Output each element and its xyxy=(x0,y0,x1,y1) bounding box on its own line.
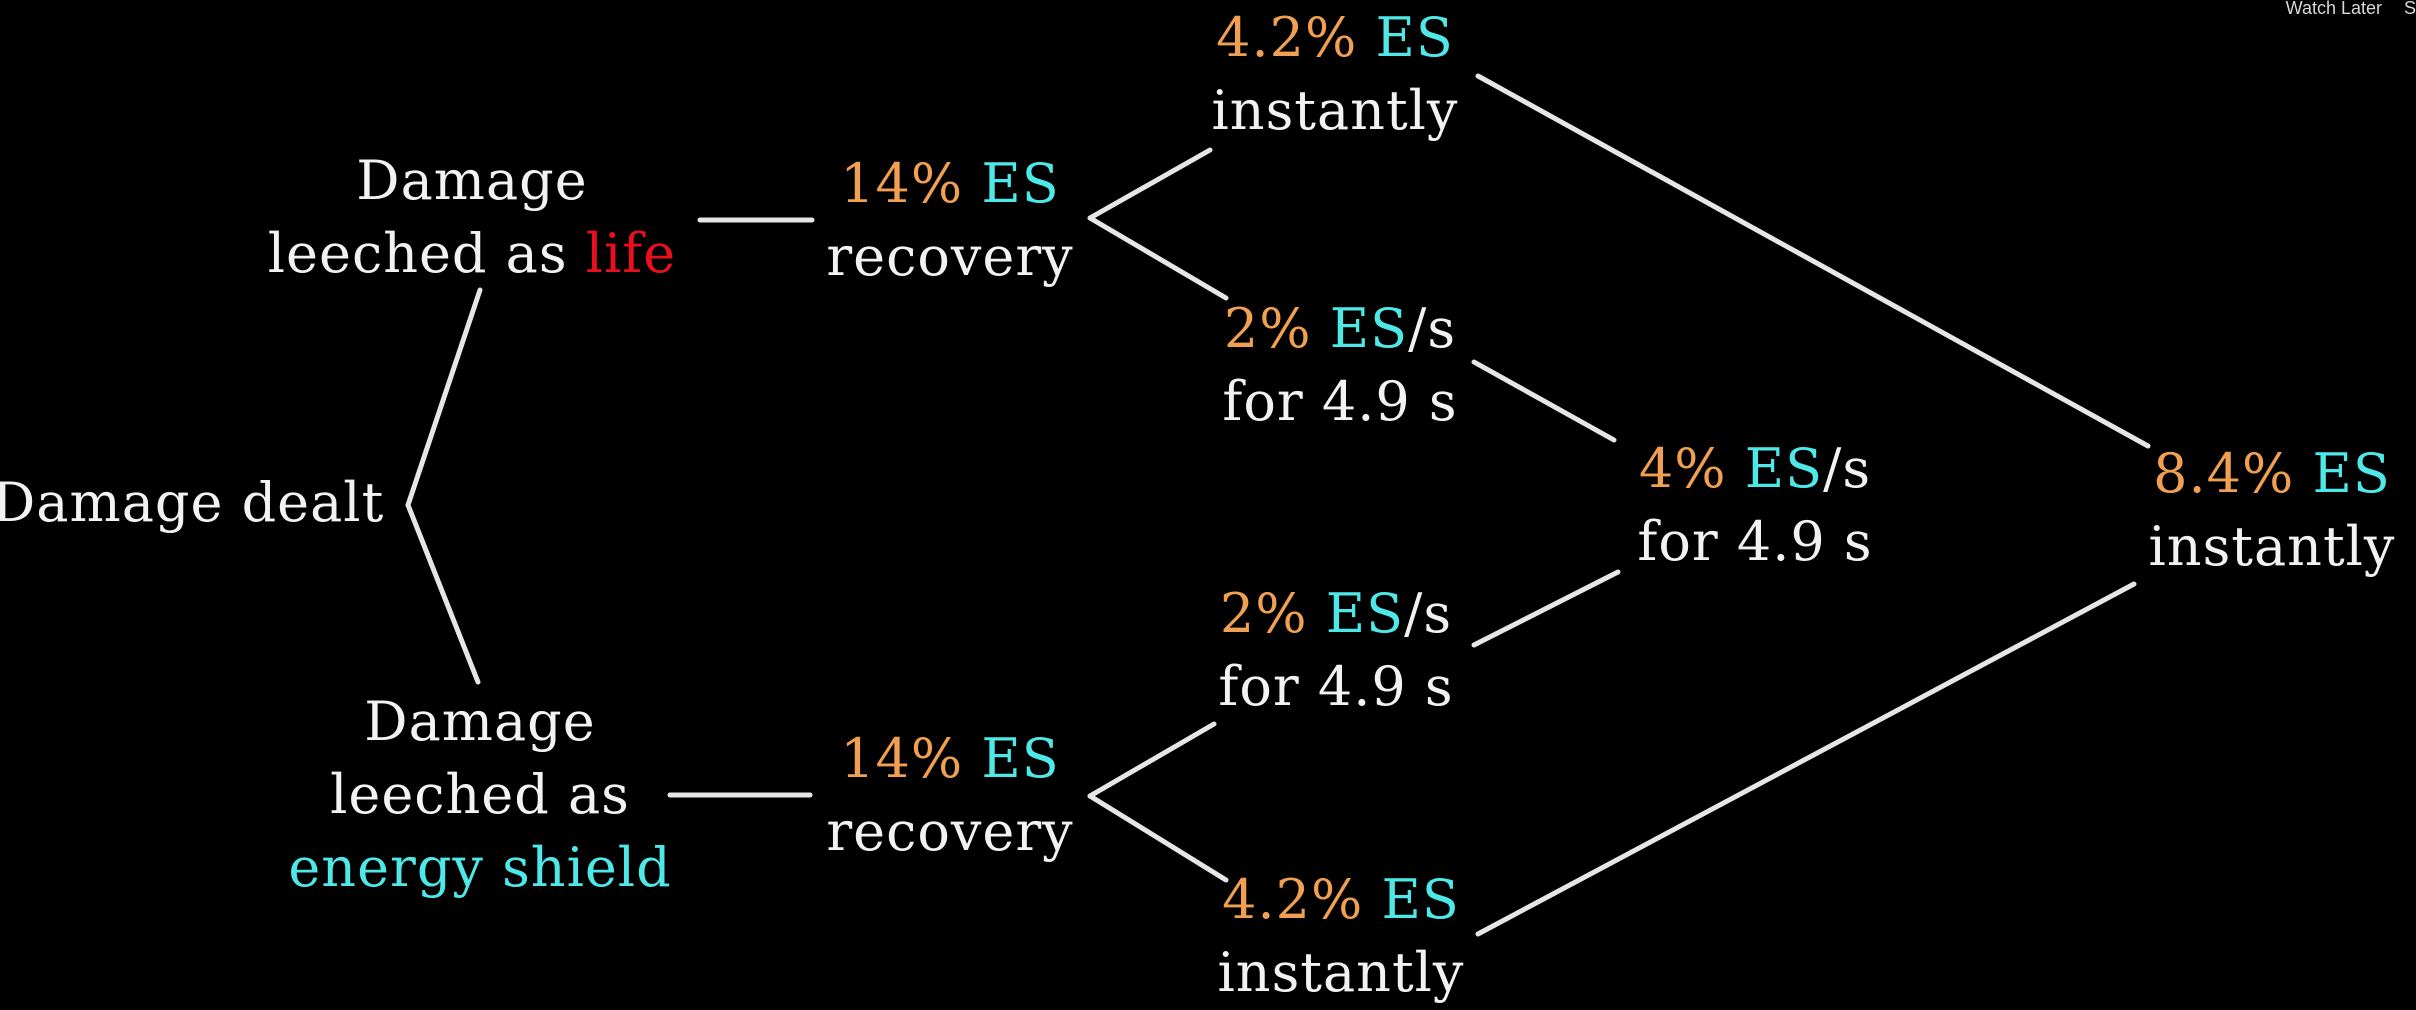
instant-bottom-es: ES xyxy=(1381,868,1460,931)
connector-rate-bottom-to-total xyxy=(1471,569,1621,648)
connector-recovery-top-to-rate xyxy=(1087,215,1229,301)
node-instant-total: 8.4% ES instantly xyxy=(2134,437,2410,583)
watch-later-button[interactable]: Watch Later xyxy=(2285,0,2382,18)
node-instant-bottom: 4.2% ES instantly xyxy=(1176,863,1506,1009)
life-keyword: life xyxy=(585,222,677,285)
share-button-cut[interactable]: S xyxy=(2404,0,2416,16)
instant-top-es: ES xyxy=(1375,6,1454,69)
recovery-top-pct: 14% xyxy=(840,152,964,215)
rate-bottom-line1: 2% ES/s xyxy=(1186,577,1486,650)
instant-bottom-line2: instantly xyxy=(1217,941,1465,1004)
connector-instant-bottom-to-total xyxy=(1475,581,2137,937)
rate-total-unit: /s xyxy=(1823,437,1872,500)
instant-bottom-pct: 4.2% xyxy=(1222,868,1364,931)
node-recovery-top: 14% ES recovery xyxy=(800,147,1100,293)
rate-total-es: ES xyxy=(1744,437,1824,500)
energy-shield-keyword: energy shield xyxy=(288,836,672,899)
connector-dealt-to-es xyxy=(405,502,481,685)
recovery-top-line1: 14% ES xyxy=(800,147,1100,220)
rate-total-pct: 4% xyxy=(1638,437,1727,500)
rate-top-line2: for 4.9 s xyxy=(1222,370,1458,433)
recovery-top-line2: recovery xyxy=(826,225,1074,288)
rate-bottom-es: ES xyxy=(1325,582,1405,645)
node-rate-bottom: 2% ES/s for 4.9 s xyxy=(1186,577,1486,723)
connector-instant-top-to-total xyxy=(1475,73,2151,449)
rate-bottom-unit: /s xyxy=(1404,582,1453,645)
rate-total-line1: 4% ES/s xyxy=(1610,432,1900,505)
node-damage-dealt: Damage dealt xyxy=(0,466,396,539)
instant-top-line2: instantly xyxy=(1211,79,1459,142)
recovery-bottom-line1: 14% ES xyxy=(800,722,1100,795)
instant-top-pct: 4.2% xyxy=(1216,6,1358,69)
connector-dealt-to-life xyxy=(405,287,483,508)
leech-life-prefix: leeched as xyxy=(267,222,586,285)
connector-recovery-bottom-to-instant xyxy=(1087,793,1229,883)
recovery-top-es: ES xyxy=(981,152,1060,215)
recovery-bottom-es: ES xyxy=(981,727,1060,790)
rate-top-unit: /s xyxy=(1408,297,1457,360)
connector-recovery-top-to-instant xyxy=(1087,147,1213,221)
leech-es-line2: leeched as xyxy=(330,763,630,826)
leech-es-line1: Damage xyxy=(364,690,596,753)
instant-total-pct: 8.4% xyxy=(2153,442,2295,505)
instant-bottom-line1: 4.2% ES xyxy=(1176,863,1506,936)
node-rate-total: 4% ES/s for 4.9 s xyxy=(1610,432,1900,578)
node-instant-top: 4.2% ES instantly xyxy=(1170,1,1500,147)
instant-top-line1: 4.2% ES xyxy=(1170,1,1500,74)
node-recovery-bottom: 14% ES recovery xyxy=(800,722,1100,868)
rate-top-es: ES xyxy=(1329,297,1409,360)
instant-total-line1: 8.4% ES xyxy=(2134,437,2410,510)
node-leech-life: Damage leeched as life xyxy=(262,144,682,290)
node-rate-top: 2% ES/s for 4.9 s xyxy=(1190,292,1490,438)
recovery-bottom-line2: recovery xyxy=(826,800,1074,863)
connector-recovery-bottom-to-rate xyxy=(1087,721,1217,799)
rate-bottom-line2: for 4.9 s xyxy=(1218,655,1454,718)
connector-rate-top-to-total xyxy=(1471,359,1617,443)
recovery-bottom-pct: 14% xyxy=(840,727,964,790)
leech-life-line1: Damage xyxy=(356,149,588,212)
leech-life-line2: leeched as life xyxy=(262,217,682,290)
rate-total-line2: for 4.9 s xyxy=(1637,510,1873,573)
instant-total-line2: instantly xyxy=(2148,515,2396,578)
damage-dealt-label: Damage dealt xyxy=(0,471,385,534)
rate-top-line1: 2% ES/s xyxy=(1190,292,1490,365)
rate-bottom-pct: 2% xyxy=(1219,582,1308,645)
instant-total-es: ES xyxy=(2312,442,2391,505)
node-leech-es: Damage leeched as energy shield xyxy=(270,685,690,904)
rate-top-pct: 2% xyxy=(1223,297,1312,360)
